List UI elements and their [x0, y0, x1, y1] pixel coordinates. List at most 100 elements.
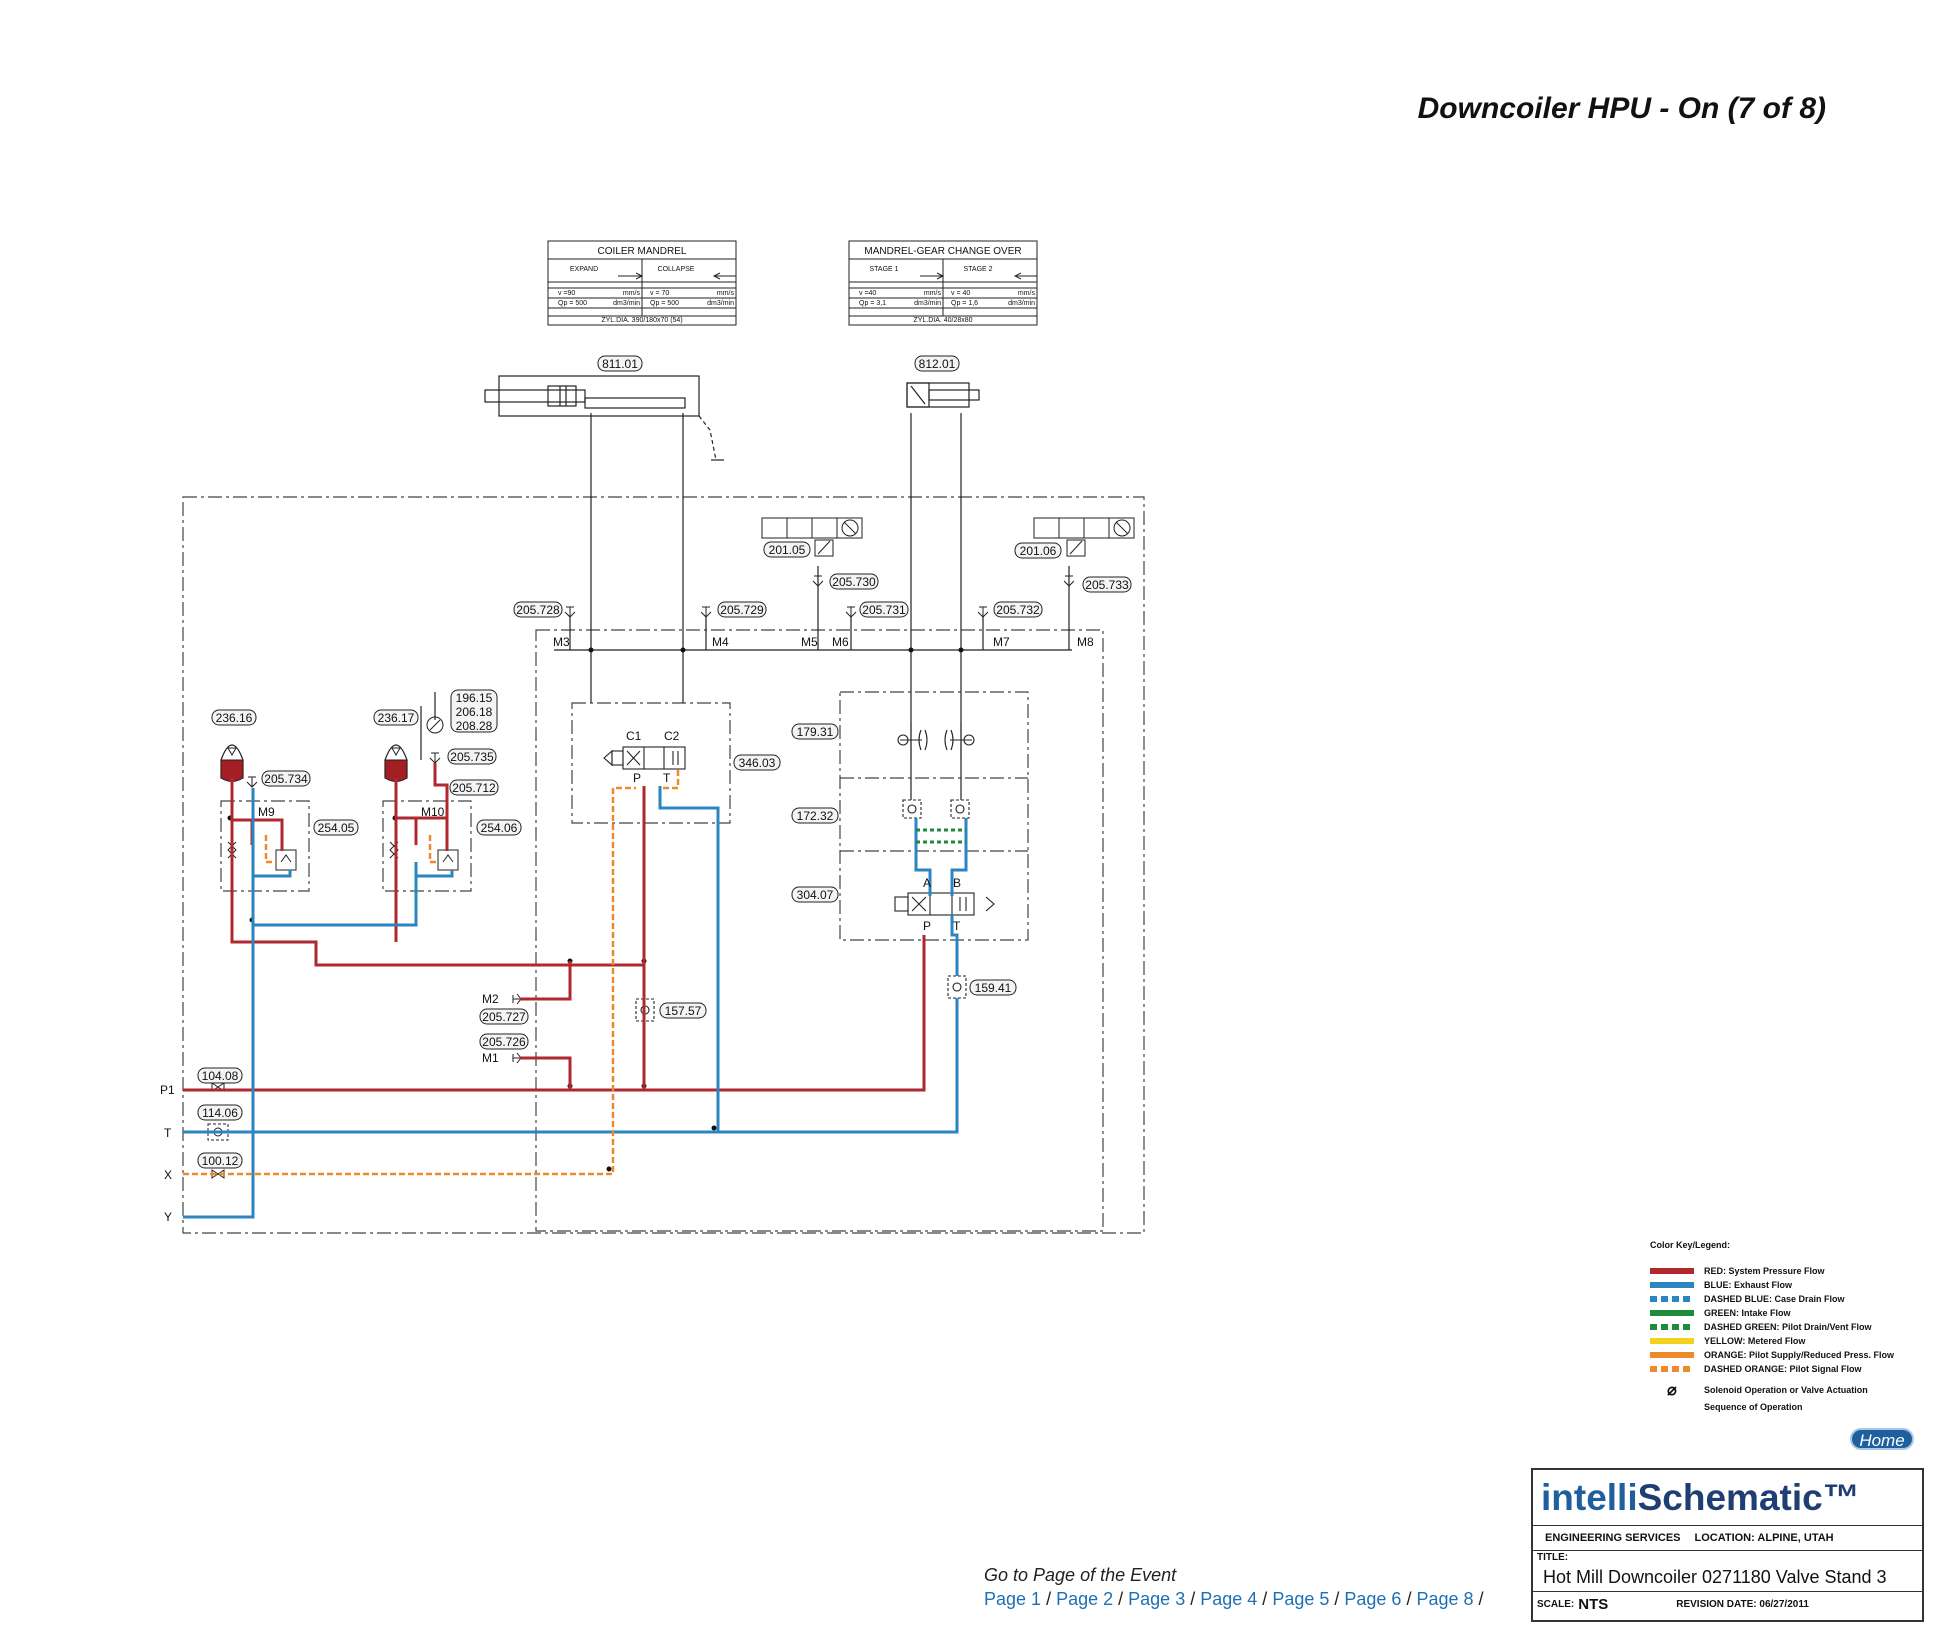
logo-ntelli: ntelli: [1551, 1477, 1638, 1518]
legend-item: BLUE: Exhaust Flow: [1650, 1278, 1940, 1292]
port-t-304: T: [953, 919, 961, 933]
table1-r1c: v = 70: [650, 290, 669, 297]
tag-bubbles: [197, 355, 1132, 1169]
port-y: Y: [164, 1210, 172, 1224]
page-link-8[interactable]: Page 8: [1416, 1589, 1474, 1609]
title-value: Hot Mill Downcoiler 0271180 Valve Stand …: [1533, 1565, 1922, 1592]
legend-label: YELLOW: Metered Flow: [1704, 1336, 1806, 1346]
logo-tm: ™: [1822, 1477, 1860, 1518]
legend-label: DASHED GREEN: Pilot Drain/Vent Flow: [1704, 1322, 1872, 1332]
tag-205-733: 205.733: [1085, 578, 1129, 592]
legend-item: RED: System Pressure Flow: [1650, 1264, 1940, 1278]
port-t-346: T: [663, 771, 671, 785]
legend-swatch-dashed-green: [1650, 1324, 1694, 1330]
tag-812-01: 812.01: [919, 357, 956, 371]
legend-item: GREEN: Intake Flow: [1650, 1306, 1940, 1320]
tag-179-31: 179.31: [797, 725, 834, 739]
goto-label: Go to Page of the Event: [984, 1565, 1177, 1585]
legend-label: ORANGE: Pilot Supply/Reduced Press. Flow: [1704, 1350, 1895, 1360]
port-m1: M1: [482, 1051, 499, 1065]
tag-205-727: 205.727: [482, 1010, 526, 1024]
port-a: A: [923, 876, 931, 890]
page-link-5[interactable]: Page 5: [1272, 1589, 1330, 1609]
table1-col1: EXPAND: [570, 266, 598, 273]
legend-item: YELLOW: Metered Flow: [1650, 1334, 1940, 1348]
valve-172-32: [902, 799, 970, 819]
legend-swatch-dashed-blue: [1650, 1296, 1694, 1302]
tag-201-05: 201.05: [769, 543, 806, 557]
tag-196-15: 196.15: [456, 691, 493, 705]
port-m4: M4: [712, 635, 729, 649]
legend-label: DASHED ORANGE: Pilot Signal Flow: [1704, 1364, 1862, 1374]
legend-header: Color Key/Legend:: [1650, 1240, 1731, 1250]
table2-col1: STAGE 1: [869, 266, 898, 273]
table-coiler-mandrel: [547, 240, 737, 326]
test-points: [246, 575, 1075, 1064]
page-link-2[interactable]: Page 2: [1056, 1589, 1114, 1609]
orange-pilot-lines: [183, 770, 680, 1176]
tag-205-726: 205.726: [482, 1035, 526, 1049]
legend-label: DASHED BLUE: Case Drain Flow: [1704, 1294, 1845, 1304]
separator: /: [1401, 1589, 1417, 1609]
table1-r2c: Qp = 500: [650, 300, 679, 307]
tag-254-06: 254.06: [481, 821, 518, 835]
port-c2: C2: [664, 729, 680, 743]
logo-i: i: [1541, 1477, 1552, 1518]
port-b: B: [953, 876, 961, 890]
legend-label: RED: System Pressure Flow: [1704, 1266, 1825, 1276]
legend-swatch-yellow: [1650, 1338, 1694, 1344]
port-c1: C1: [626, 729, 642, 743]
tag-205-729: 205.729: [720, 603, 764, 617]
check-valve-159-41: [947, 975, 967, 999]
blue-exhaust-lines: [183, 786, 968, 1219]
table1-r1b: mm/s: [623, 290, 641, 297]
table2-r2a: Qp = 3,1: [859, 300, 886, 307]
table2-r1d: mm/s: [1018, 290, 1036, 297]
tag-254-05: 254.05: [318, 821, 355, 835]
port-x: X: [164, 1168, 172, 1182]
page-link-6[interactable]: Page 6: [1344, 1589, 1402, 1609]
home-button[interactable]: Home: [1850, 1428, 1914, 1450]
port-m8: M8: [1077, 635, 1094, 649]
legend-item: DASHED GREEN: Pilot Drain/Vent Flow: [1650, 1320, 1940, 1334]
black-lines: [420, 413, 1072, 800]
separator: /: [1257, 1589, 1273, 1609]
valve-346-03: [603, 746, 686, 770]
table-gear-change-over: [848, 240, 1038, 326]
port-m3: M3: [553, 635, 570, 649]
separator: /: [1473, 1589, 1484, 1609]
tag-304-07: 304.07: [797, 888, 834, 902]
port-m5: M5: [801, 635, 818, 649]
port-m7: M7: [993, 635, 1010, 649]
page-link-1[interactable]: Page 1: [984, 1589, 1042, 1609]
tag-346-03: 346.03: [739, 756, 776, 770]
legend-item: ORANGE: Pilot Supply/Reduced Press. Flow: [1650, 1348, 1940, 1362]
valve-179-31: [897, 722, 975, 760]
tag-205-734: 205.734: [264, 772, 308, 786]
table1-col2: COLLAPSE: [658, 266, 695, 273]
accumulator-236-17: [384, 744, 408, 782]
pressure-switch-201-06: [1033, 517, 1135, 557]
separator: /: [1329, 1589, 1345, 1609]
separator: /: [1185, 1589, 1201, 1609]
legend-swatch-red: [1650, 1268, 1694, 1274]
tag-236-17: 236.17: [378, 711, 415, 725]
tag-208-28: 208.28: [456, 719, 493, 733]
tag-811-01: 811.01: [602, 357, 638, 371]
legend-item: DASHED BLUE: Case Drain Flow: [1650, 1292, 1940, 1306]
page-link-3[interactable]: Page 3: [1128, 1589, 1186, 1609]
tag-157-57: 157.57: [665, 1004, 702, 1018]
table1-footer: ZYL.DIA. 390/180x70 (54): [601, 317, 682, 324]
tag-205-732: 205.732: [996, 603, 1040, 617]
solenoid-icon: ⌀: [1667, 1382, 1677, 1399]
legend-solenoid-note: ⌀Solenoid Operation or Valve Actuation: [1650, 1380, 1940, 1400]
table2-col2: STAGE 2: [963, 266, 992, 273]
pressure-switch-201-05: [761, 517, 863, 557]
tag-172-32: 172.32: [797, 809, 834, 823]
cylinder-811: [484, 375, 724, 461]
page-link-4[interactable]: Page 4: [1200, 1589, 1258, 1609]
tag-205-731: 205.731: [862, 603, 906, 617]
intellischematic-logo: intelliSchematic™: [1533, 1470, 1922, 1526]
